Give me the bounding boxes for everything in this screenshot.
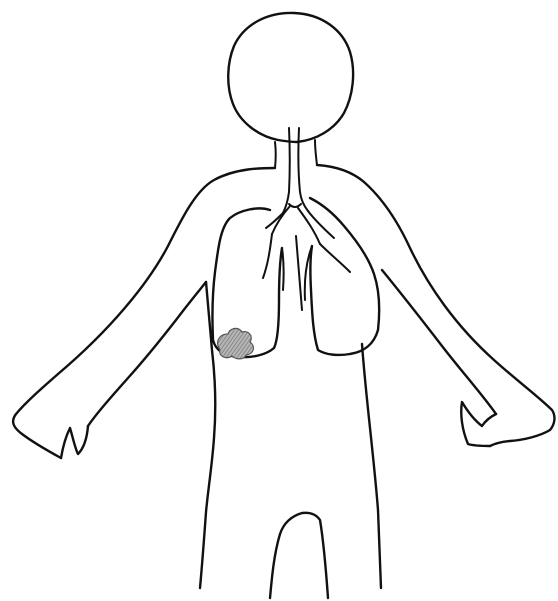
right-bronchus <box>308 211 334 238</box>
left-lung-medial-line <box>263 234 272 278</box>
head-outline <box>228 13 353 142</box>
carina-line <box>289 204 301 207</box>
left-arm-inner <box>88 282 206 426</box>
neck-left-line <box>275 142 276 168</box>
right-lung-fissure <box>320 244 350 272</box>
torso-right-outline <box>317 165 554 446</box>
left-lung-inner-line <box>282 248 284 290</box>
right-lung-outline <box>310 198 379 355</box>
left-hand <box>61 426 88 458</box>
inner-legs-outline <box>270 513 328 598</box>
right-torso-side <box>362 344 381 588</box>
heart-border-line <box>296 236 302 310</box>
right-arm-inner <box>382 270 496 414</box>
torso-left-outline <box>13 168 275 458</box>
neck-right-line <box>315 140 317 165</box>
left-bronchus <box>266 213 283 228</box>
lung-lesion <box>218 328 254 359</box>
